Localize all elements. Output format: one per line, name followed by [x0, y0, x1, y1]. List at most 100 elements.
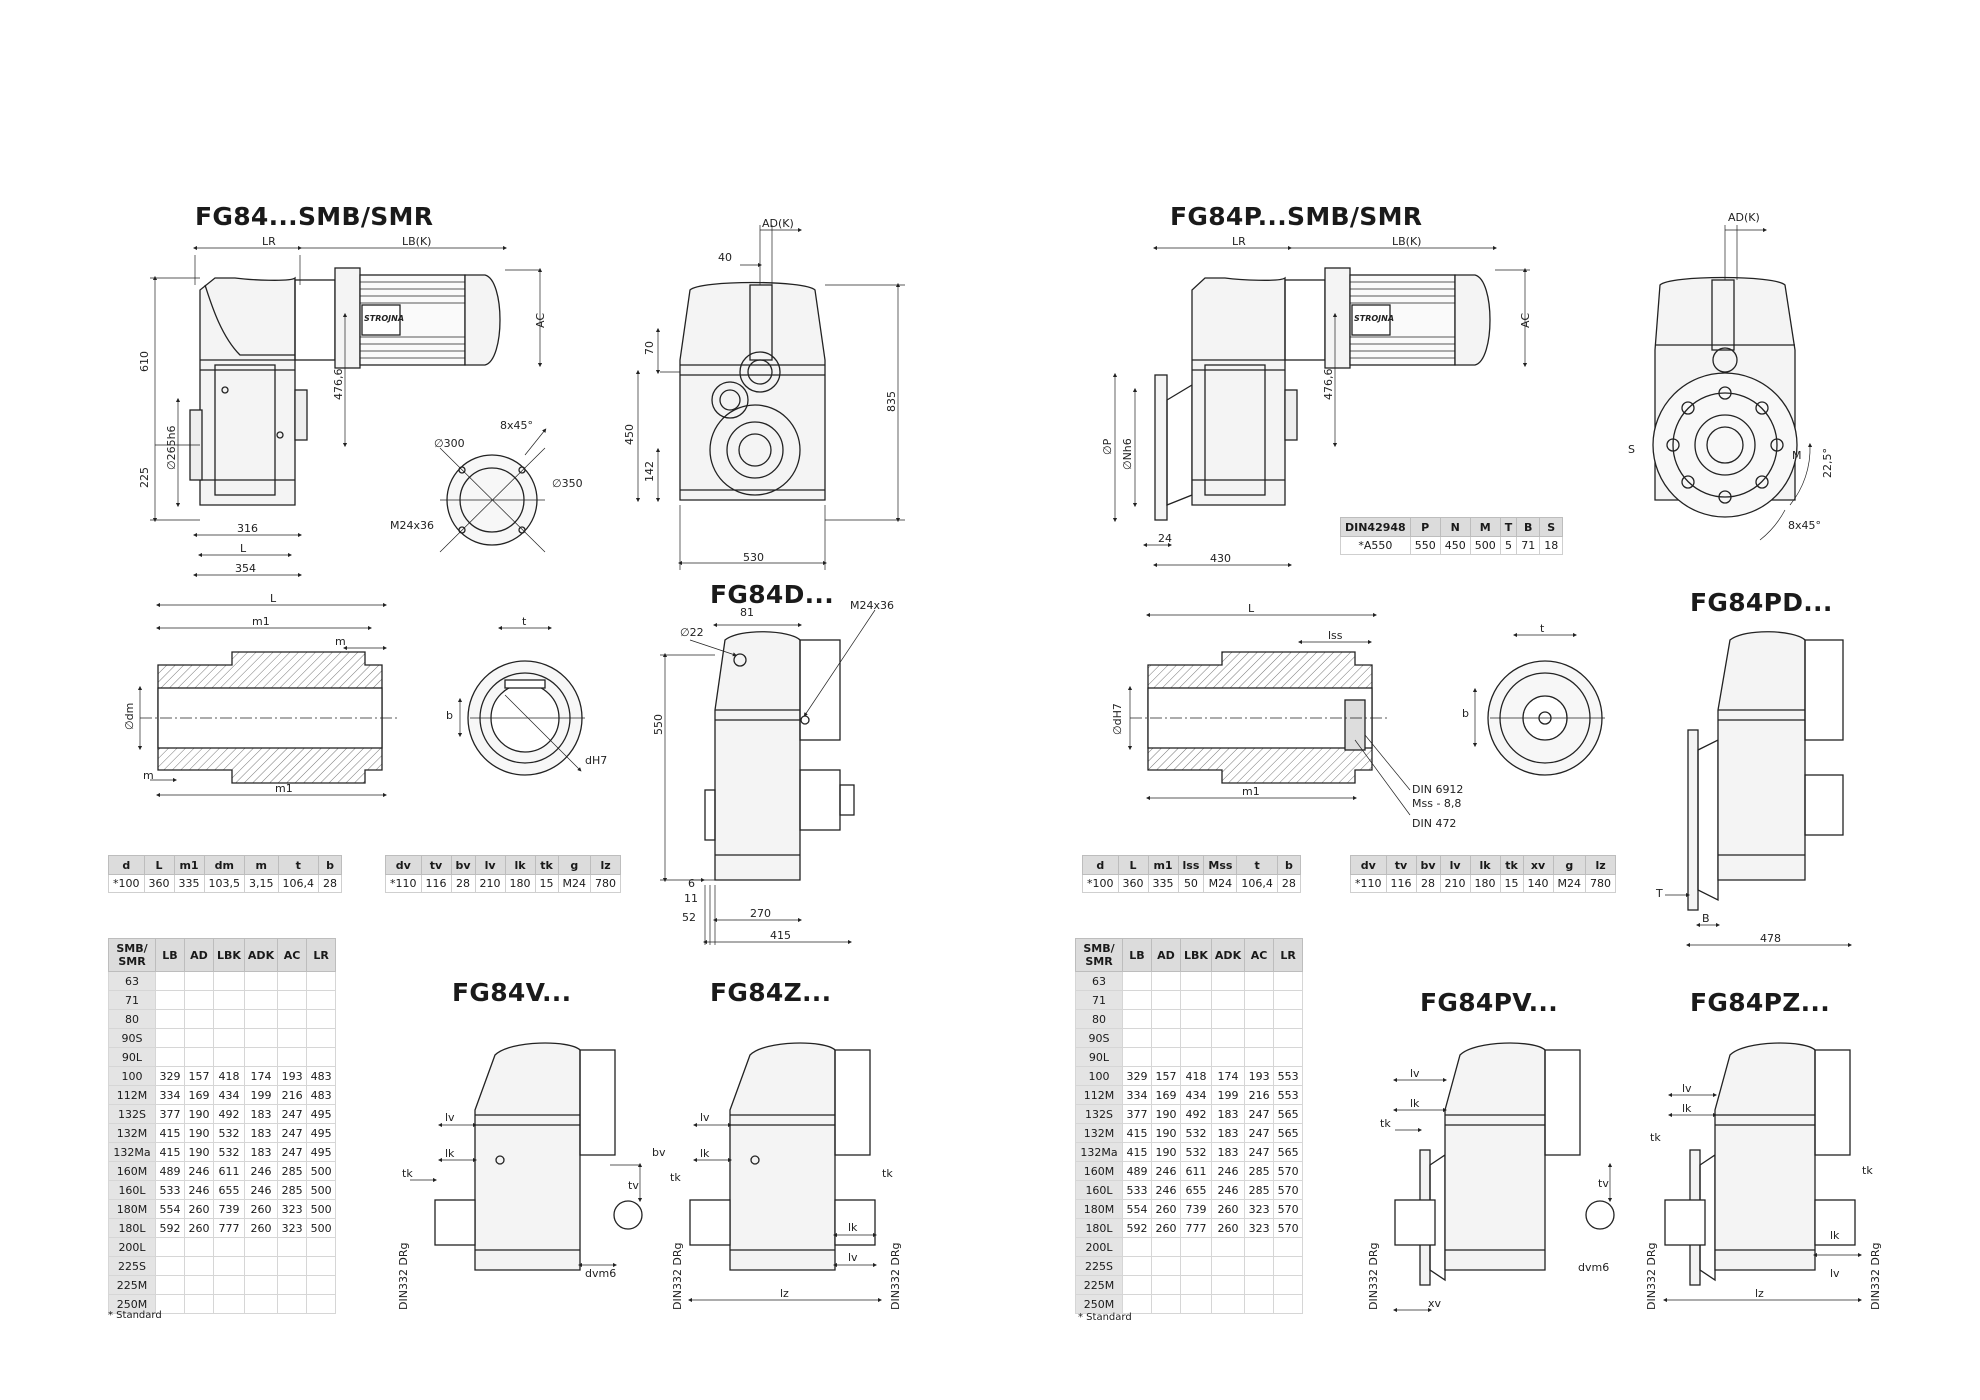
table-cell: [1122, 1294, 1152, 1314]
table-cell: 260: [1151, 1218, 1181, 1238]
dim-label: dvm6: [1578, 1261, 1610, 1274]
table-cell: 216: [277, 1085, 308, 1105]
table-cell: 450: [1439, 536, 1471, 555]
column-header: xv: [1522, 855, 1554, 875]
table-cell: 160M: [1075, 1161, 1123, 1181]
table-cell: 174: [1210, 1066, 1246, 1086]
table-cell: 483: [306, 1066, 337, 1086]
table-cell: [155, 971, 185, 991]
table-cell: 190: [184, 1104, 214, 1124]
table-cell: 554: [1122, 1199, 1152, 1219]
brand-plate: STROJNA: [1354, 314, 1395, 323]
table-header-row: d L m1 dm m t b: [108, 855, 342, 875]
table-cell: [243, 971, 279, 991]
table-cell: 377: [1122, 1104, 1152, 1124]
table-cell: 71: [1516, 536, 1541, 555]
table-cell: 489: [155, 1161, 185, 1181]
table-cell: [213, 1275, 245, 1295]
table-cell: 225S: [1075, 1256, 1123, 1276]
dim-label: DIN332 DRg: [889, 1242, 902, 1310]
column-header: B: [1516, 517, 1541, 537]
column-header: tk: [1499, 855, 1524, 875]
table-cell: [213, 1009, 245, 1029]
dim-label: 354: [235, 562, 256, 575]
table-cell: 260: [1210, 1199, 1246, 1219]
column-header: m1: [1147, 855, 1179, 875]
output-shaft-table: dv tv bv lv lk tk g lz *110 116 28 210 1…: [385, 855, 622, 893]
table-cell: 190: [184, 1142, 214, 1162]
table-cell: [1122, 1256, 1152, 1276]
table-cell: [1151, 1237, 1181, 1257]
table-cell: [213, 1256, 245, 1276]
table-cell: [184, 971, 214, 991]
dim-label: L: [1248, 602, 1255, 615]
left-side-view: [150, 245, 543, 578]
table-cell: [306, 1256, 337, 1276]
dim-label: lz: [1755, 1287, 1764, 1300]
table-cell: 200L: [108, 1237, 156, 1257]
table-cell: 180M: [108, 1199, 156, 1219]
column-header: DIN42948: [1340, 517, 1411, 537]
column-header: m1: [173, 855, 205, 875]
table-row: 90L: [108, 1047, 337, 1067]
dim-label: m: [335, 635, 346, 648]
dim-label: LB(K): [402, 235, 432, 248]
table-cell: [277, 971, 308, 991]
table-cell: [155, 1009, 185, 1029]
dim-label: 24: [1158, 532, 1172, 545]
table-cell: [243, 1009, 279, 1029]
table-cell: [1151, 1256, 1181, 1276]
dim-label: 270: [750, 907, 771, 920]
table-cell: 50: [1177, 874, 1205, 893]
column-header: lv: [1439, 855, 1471, 875]
table-cell: 180M: [1075, 1199, 1123, 1219]
table-cell: 193: [1244, 1066, 1275, 1086]
column-header: L: [143, 855, 175, 875]
table-cell: [213, 1294, 245, 1314]
dim-label: L: [240, 542, 247, 555]
table-cell: 323: [1244, 1199, 1275, 1219]
table-cell: 160L: [108, 1180, 156, 1200]
table-cell: [306, 1047, 337, 1067]
dim-label: S: [1628, 443, 1635, 456]
dim-label: tk: [1650, 1131, 1661, 1144]
table-cell: 533: [155, 1180, 185, 1200]
table-cell: 63: [1075, 971, 1123, 991]
table-cell: [213, 1047, 245, 1067]
table-cell: 553: [1273, 1066, 1304, 1086]
table-cell: 377: [155, 1104, 185, 1124]
dim-label: DIN332 DRg: [1367, 1242, 1380, 1310]
table-cell: 434: [1180, 1085, 1212, 1105]
table-cell: 28: [1276, 874, 1301, 893]
table-cell: 260: [243, 1218, 279, 1238]
table-cell: 335: [1147, 874, 1179, 893]
table-cell: [184, 1237, 214, 1257]
table-cell: 157: [184, 1066, 214, 1086]
table-header-row: DIN42948 P N M T B S: [1340, 517, 1564, 537]
table-cell: 655: [1180, 1180, 1212, 1200]
table-cell: [1244, 1275, 1275, 1295]
dim-label: M24x36: [850, 599, 894, 612]
table-cell: [155, 1237, 185, 1257]
left-shaft-cross-section: [457, 625, 585, 776]
dim-label: AC: [534, 312, 547, 328]
table-cell: 532: [213, 1123, 245, 1143]
table-cell: 780: [1585, 874, 1617, 893]
dim-label: t: [1540, 622, 1545, 635]
table-row: 250M: [1075, 1294, 1304, 1314]
table-cell: 116: [1385, 874, 1417, 893]
table-cell: 260: [243, 1199, 279, 1219]
table-cell: *A550: [1340, 536, 1411, 555]
table-cell: 260: [184, 1199, 214, 1219]
table-cell: 492: [213, 1104, 245, 1124]
table-cell: 225S: [108, 1256, 156, 1276]
right-fg84pd-view: [1665, 631, 1853, 948]
table-cell: 216: [1244, 1085, 1275, 1105]
table-cell: 611: [1180, 1161, 1212, 1181]
dim-label: dH7: [585, 754, 608, 767]
